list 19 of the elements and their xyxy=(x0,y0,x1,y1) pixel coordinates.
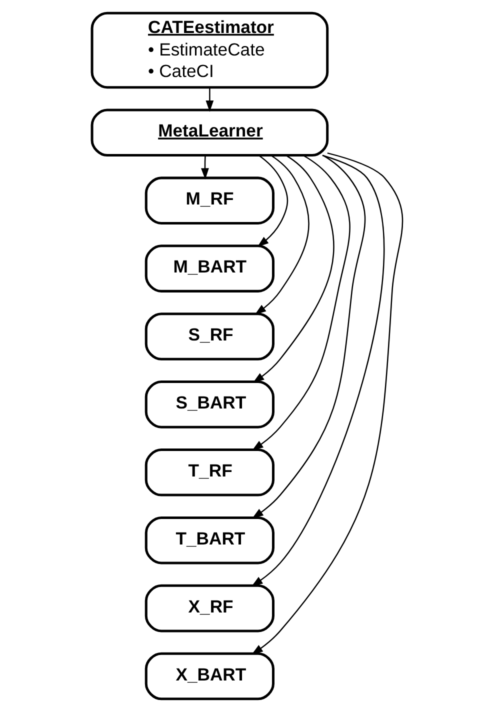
node-box: T_RF xyxy=(144,448,274,496)
arrow xyxy=(256,154,288,247)
arrow xyxy=(252,154,366,519)
node-box: M_BART xyxy=(144,244,274,292)
node-box: X_BART xyxy=(144,652,274,700)
arrow xyxy=(251,154,350,451)
node-box: CATEestimator • EstimateCate • CateCI xyxy=(90,12,328,89)
node-box: S_BART xyxy=(144,380,274,428)
arrow xyxy=(254,155,309,315)
arrow xyxy=(200,155,208,180)
node-box: S_RF xyxy=(144,312,274,360)
arrow xyxy=(252,155,334,383)
node-box: T_BART xyxy=(144,516,274,564)
node-box: MetaLearner xyxy=(90,108,328,157)
arrow xyxy=(205,88,214,112)
arrow xyxy=(250,154,384,587)
node-box: M_RF xyxy=(144,176,274,224)
node-box: X_RF xyxy=(144,584,274,632)
arrow xyxy=(251,152,403,655)
